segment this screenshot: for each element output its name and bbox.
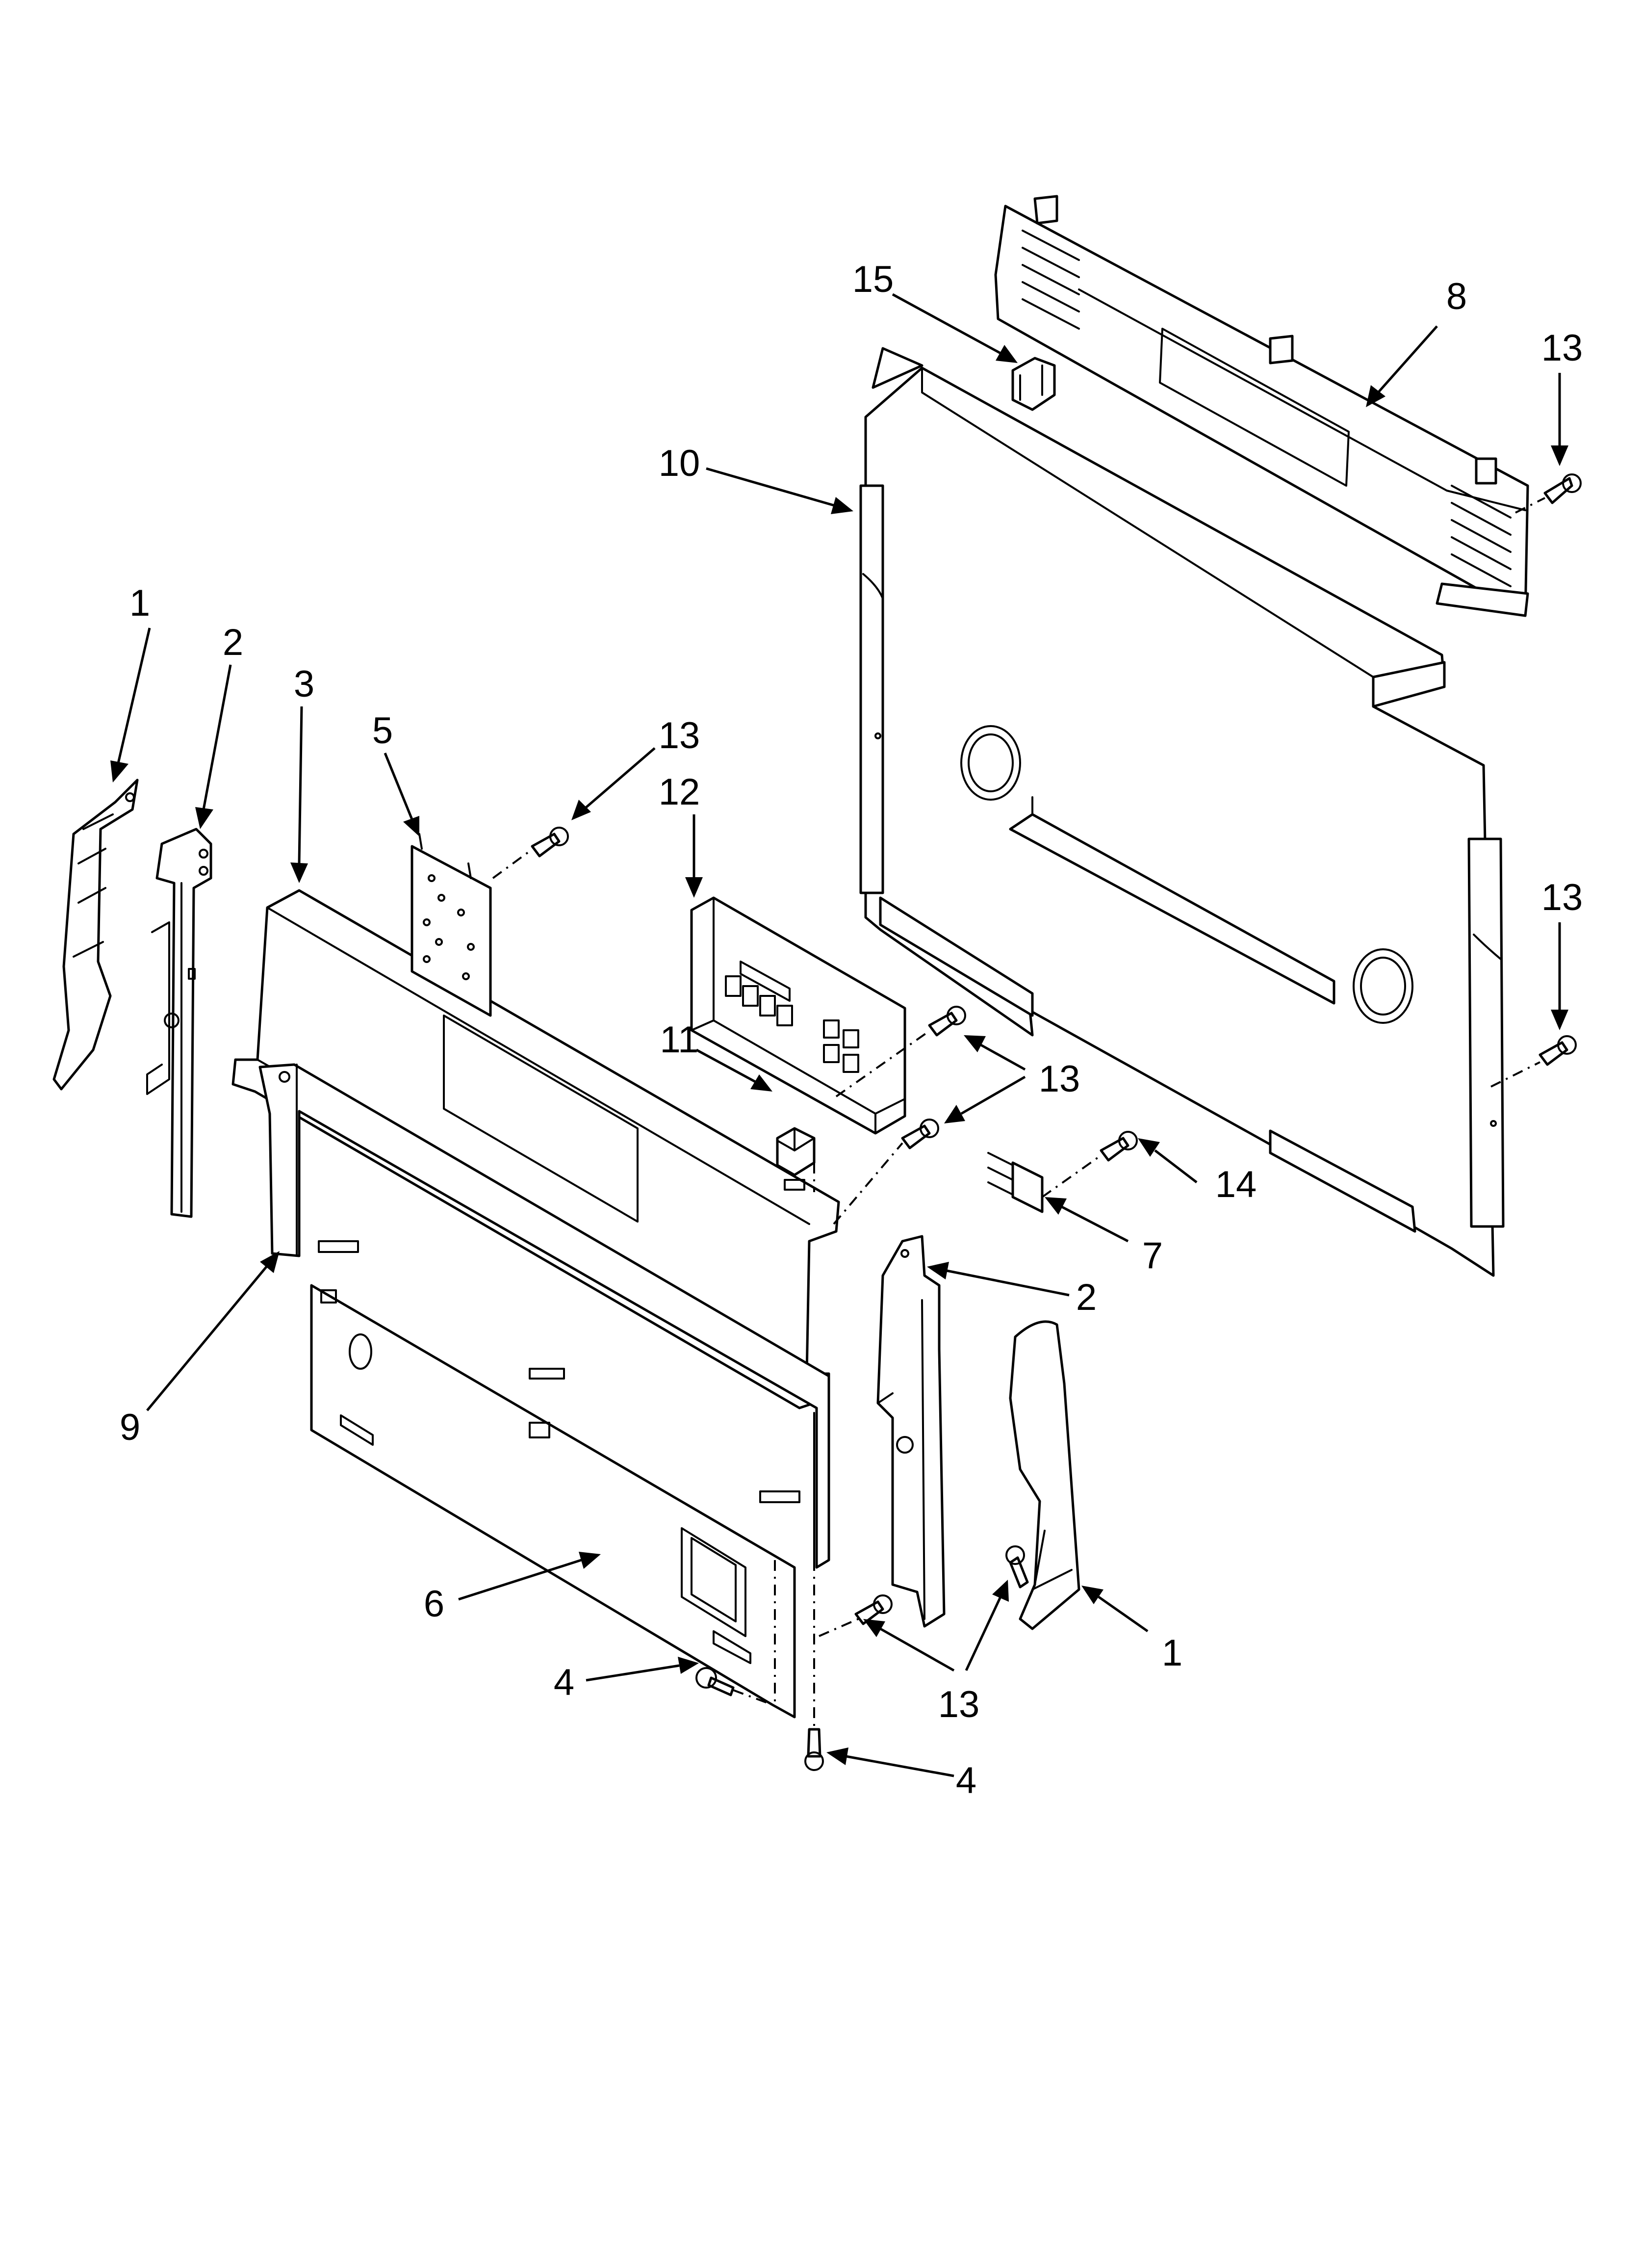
part-10-rear-panel bbox=[859, 347, 1505, 1277]
screw-13-right bbox=[1539, 1035, 1577, 1066]
assembly-lines bbox=[492, 497, 1545, 1729]
part-6-lower-panel bbox=[310, 1284, 796, 1719]
callout-4-bottom: 4 bbox=[956, 1760, 976, 1801]
part-7-bracket bbox=[987, 1152, 1044, 1213]
callout-1-right: 1 bbox=[1162, 1632, 1182, 1674]
part-8-vent-bracket bbox=[994, 195, 1529, 617]
callout-6: 6 bbox=[424, 1583, 444, 1625]
callout-13-right: 13 bbox=[1541, 877, 1583, 918]
callout-12: 12 bbox=[659, 771, 700, 813]
part-12-electronic-control bbox=[690, 896, 906, 1135]
screw-13-top-right bbox=[1543, 473, 1582, 504]
screw-13-lower bbox=[854, 1594, 893, 1625]
callout-11: 11 bbox=[660, 1019, 699, 1061]
part-11-switch bbox=[776, 1127, 816, 1176]
callout-5: 5 bbox=[372, 710, 393, 752]
callout-labels: 1 2 3 5 13 12 15 8 13 10 13 11 13 14 7 2… bbox=[120, 259, 1583, 1801]
callout-13-center: 13 bbox=[1039, 1058, 1080, 1100]
part-1-left-end-cap bbox=[52, 779, 139, 1091]
callout-9: 9 bbox=[120, 1407, 140, 1448]
callout-2-right: 2 bbox=[1076, 1277, 1097, 1318]
leader-lines bbox=[110, 293, 1568, 1777]
part-5-circuit-board bbox=[410, 833, 492, 1017]
callout-1-left: 1 bbox=[129, 582, 150, 624]
part-15-clip bbox=[1011, 357, 1056, 411]
callout-13-top-right: 13 bbox=[1541, 327, 1583, 369]
callout-2-left: 2 bbox=[223, 622, 243, 663]
screw-4-left bbox=[695, 1667, 735, 1696]
part-2-right-side-bracket bbox=[876, 1235, 946, 1628]
callout-8: 8 bbox=[1446, 276, 1467, 317]
callout-3: 3 bbox=[294, 663, 314, 705]
part-9-panel-support bbox=[258, 1063, 830, 1571]
part-1-right-end-cap bbox=[1009, 1320, 1080, 1630]
screw-13-endcap bbox=[1005, 1545, 1029, 1589]
callout-15: 15 bbox=[852, 259, 894, 300]
callout-4-left: 4 bbox=[554, 1662, 574, 1703]
screw-13-board bbox=[531, 827, 569, 858]
screw-14 bbox=[1100, 1131, 1138, 1162]
screw-13-control bbox=[928, 1006, 966, 1037]
callout-14: 14 bbox=[1215, 1164, 1257, 1205]
callout-13-lower: 13 bbox=[938, 1684, 980, 1725]
screw-13-center bbox=[901, 1119, 939, 1149]
callout-7: 7 bbox=[1142, 1235, 1163, 1277]
callout-10: 10 bbox=[659, 443, 700, 484]
callout-13-board: 13 bbox=[659, 715, 700, 756]
part-2-left-side-bracket bbox=[146, 828, 212, 1218]
screw-4-bottom bbox=[804, 1728, 824, 1771]
